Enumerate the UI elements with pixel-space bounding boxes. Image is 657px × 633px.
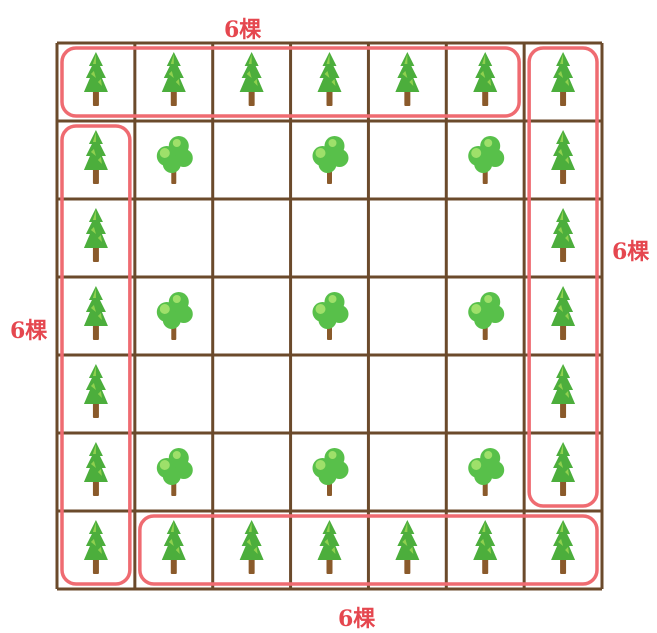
round-tree-icon [468, 136, 504, 184]
pine-tree-icon [240, 52, 264, 106]
pine-tree-icon [473, 520, 497, 574]
round-tree-icon [157, 136, 193, 184]
round-tree-icon [157, 448, 193, 496]
pine-tree-icon [84, 52, 108, 106]
pine-tree-icon [551, 130, 575, 184]
pine-tree-icon [395, 520, 419, 574]
pine-tree-icon [551, 208, 575, 262]
pine-tree-icon [318, 520, 342, 574]
pine-tree-icon [84, 442, 108, 496]
pine-tree-icon [395, 52, 419, 106]
pine-tree-icon [551, 52, 575, 106]
pine-tree-icon [473, 52, 497, 106]
round-tree-icon [313, 448, 349, 496]
round-tree-icon [313, 292, 349, 340]
right-count-label: 6棵 [612, 234, 649, 266]
pine-tree-icon [551, 364, 575, 418]
round-tree-icon [313, 136, 349, 184]
pine-tree-icon [84, 520, 108, 574]
round-tree-icon [157, 292, 193, 340]
pine-tree-icon [84, 208, 108, 262]
pine-tree-icon [551, 520, 575, 574]
trees [84, 52, 575, 574]
pine-tree-icon [84, 130, 108, 184]
round-tree-icon [468, 292, 504, 340]
pine-tree-icon [84, 286, 108, 340]
pine-tree-icon [240, 520, 264, 574]
pine-tree-icon [162, 520, 186, 574]
round-tree-icon [468, 448, 504, 496]
left-count-label: 6棵 [10, 313, 47, 345]
top-count-label: 6棵 [224, 12, 261, 44]
pine-tree-icon [84, 364, 108, 418]
pine-tree-icon [162, 52, 186, 106]
pine-tree-icon [318, 52, 342, 106]
pine-tree-icon [551, 442, 575, 496]
bottom-count-label: 6棵 [338, 601, 375, 633]
pine-tree-icon [551, 286, 575, 340]
